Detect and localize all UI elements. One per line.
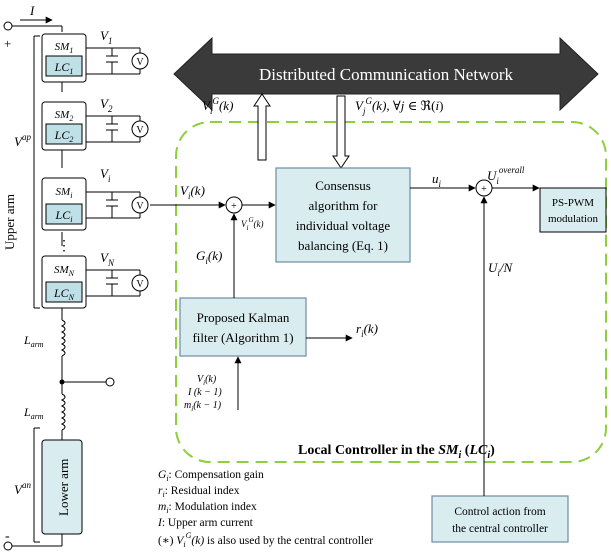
label-ui-n: Ui/N xyxy=(488,260,514,278)
plus-sign: + xyxy=(4,36,11,51)
capacitor-voltmeter-set-n xyxy=(86,269,149,297)
communication-network: Distributed Communication Network xyxy=(173,36,599,112)
svg-text:LC2: LC2 xyxy=(54,128,74,144)
label-vg-sum: ViG(k) xyxy=(241,216,264,232)
label-u-overall: Uioverall xyxy=(487,165,525,186)
svg-text:LCi: LCi xyxy=(55,208,73,224)
current-label: I xyxy=(29,3,35,18)
svg-text:Vi: Vi xyxy=(100,166,111,184)
consensus-line-3: individual voltage xyxy=(296,218,390,233)
l-arm-bottom-label: Larm xyxy=(23,405,44,421)
submodule-i: SMi LCi Vi xyxy=(41,166,111,231)
legend-gi: Gi: Compensation gain xyxy=(158,469,264,483)
local-controller-boundary xyxy=(175,121,607,463)
kalman-line-1: Proposed Kalman xyxy=(197,310,290,325)
inductor-bottom xyxy=(60,393,66,431)
svg-text:+: + xyxy=(231,201,237,212)
central-controller-block xyxy=(431,495,569,543)
svg-text:V2: V2 xyxy=(100,96,113,114)
label-ri-k: ri(k) xyxy=(356,321,378,339)
l-arm-top-label: Larm xyxy=(23,333,44,349)
capacitor-voltmeter-set-2 xyxy=(86,115,149,143)
legend-ri: ri: Residual index xyxy=(158,485,240,499)
submodule-n: SMN LCN VN xyxy=(41,250,115,309)
ac-terminal xyxy=(105,377,115,387)
inductor-top xyxy=(60,319,66,357)
kalman-filter-block xyxy=(179,297,307,357)
legend-mi: mi: Modulation index xyxy=(158,501,257,515)
submodule-ellipsis: ⋮ xyxy=(57,239,71,254)
vg-uplink-arrow xyxy=(253,93,271,161)
label-vi-k: Vi(k) xyxy=(180,183,205,201)
consensus-line-1: Consensus xyxy=(315,178,371,193)
label-kf-in-1: Vi(k) xyxy=(197,374,217,387)
minus-sign: - xyxy=(5,529,10,544)
label-kf-in-2: I (k − 1) xyxy=(187,387,222,398)
consensus-block xyxy=(275,167,411,263)
central-line-2: the central controller xyxy=(452,523,548,535)
v-an-label: Van xyxy=(14,480,31,497)
sum-junction-left: + xyxy=(225,196,243,214)
svg-text:V: V xyxy=(136,279,144,290)
svg-text:V: V xyxy=(136,57,144,68)
svg-text:V: V xyxy=(136,201,144,212)
svg-text:SMi: SMi xyxy=(56,186,73,200)
label-vg-out: ViG(k) xyxy=(202,96,233,116)
svg-text:V: V xyxy=(136,125,144,136)
label-kf-in-3: mi(k − 1) xyxy=(184,400,222,413)
submodule-2: SM2 LC2 V2 xyxy=(41,96,113,151)
capacitor-voltmeter-set-1 xyxy=(86,47,149,75)
pspwm-line-2: modulation xyxy=(548,213,599,225)
svg-text:SM1: SM1 xyxy=(55,41,74,55)
legend: Gi: Compensation gain ri: Residual index… xyxy=(157,469,373,549)
terminal-top xyxy=(3,21,13,31)
label-gi-k: Gi(k) xyxy=(196,248,222,266)
svg-text:V1: V1 xyxy=(100,28,112,46)
pspwm-line-1: PS-PWM xyxy=(552,197,594,209)
network-label: Distributed Communication Network xyxy=(259,65,514,84)
vg-downlink-arrow xyxy=(332,95,350,169)
kalman-line-2: filter (Algorithm 1) xyxy=(192,330,293,345)
svg-text:+: + xyxy=(481,184,487,195)
svg-text:LC1: LC1 xyxy=(54,60,74,76)
network-double-arrow xyxy=(173,36,599,112)
lower-arm-label: Lower arm xyxy=(56,459,71,516)
legend-i: I: Upper arm current xyxy=(157,517,254,529)
converter: I + Vap Upper arm SM1 LC1 V1 SM2 L xyxy=(2,3,149,551)
local-controller-label: Local Controller in the SMi (LCi) xyxy=(298,443,495,461)
svg-text:VN: VN xyxy=(100,250,115,268)
upper-arm-label: Upper arm xyxy=(2,194,17,250)
terminal-bottom xyxy=(3,541,13,551)
pspwm-block xyxy=(539,187,607,233)
v-ap-label: Vap xyxy=(14,132,31,149)
legend-note: (∗) ViG(k) is also used by the central c… xyxy=(158,531,373,549)
svg-text:SM2: SM2 xyxy=(55,109,74,123)
label-ui: ui xyxy=(432,171,442,189)
capacitor-voltmeter-set-i xyxy=(86,191,149,219)
consensus-line-2: algorithm for xyxy=(309,198,379,213)
central-line-1: Control action from xyxy=(454,506,545,518)
label-vg-in: VjG(k), ∀j ∈ ℜ(i) xyxy=(355,96,443,116)
consensus-line-4: balancing (Eq. 1) xyxy=(298,238,388,253)
